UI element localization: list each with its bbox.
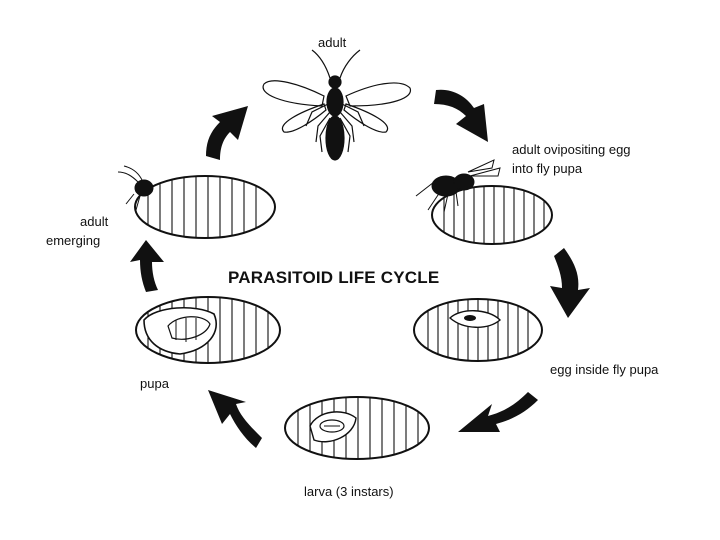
- label-adult: adult: [318, 33, 346, 52]
- adult-wasp-illustration: [263, 50, 410, 160]
- label-ovipositing-line2: into fly pupa: [512, 159, 582, 178]
- larva-pupa-illustration: [285, 394, 429, 462]
- label-egg-inside: egg inside fly pupa: [550, 360, 658, 379]
- arrow-pupa-to-emerging: [130, 240, 164, 292]
- arrow-emerging-to-adult: [206, 106, 248, 160]
- label-ovipositing-line1: adult ovipositing egg: [512, 140, 631, 159]
- label-pupa: pupa: [140, 374, 169, 393]
- egg-pupa-illustration: [414, 296, 542, 364]
- arrow-adult-to-ovipositing: [434, 90, 488, 142]
- arrow-larva-to-pupa: [208, 390, 262, 448]
- label-emerging-line1: adult: [80, 212, 108, 231]
- diagram-title: PARASITOID LIFE CYCLE: [228, 268, 439, 288]
- emerging-pupa-illustration: [118, 166, 275, 242]
- wasp-pupa-illustration: [136, 294, 280, 366]
- label-larva: larva (3 instars): [304, 482, 394, 501]
- label-emerging-line2: emerging: [46, 231, 100, 250]
- arrow-egg-to-larva: [458, 392, 538, 432]
- arrow-ovipositing-to-egg: [550, 248, 590, 318]
